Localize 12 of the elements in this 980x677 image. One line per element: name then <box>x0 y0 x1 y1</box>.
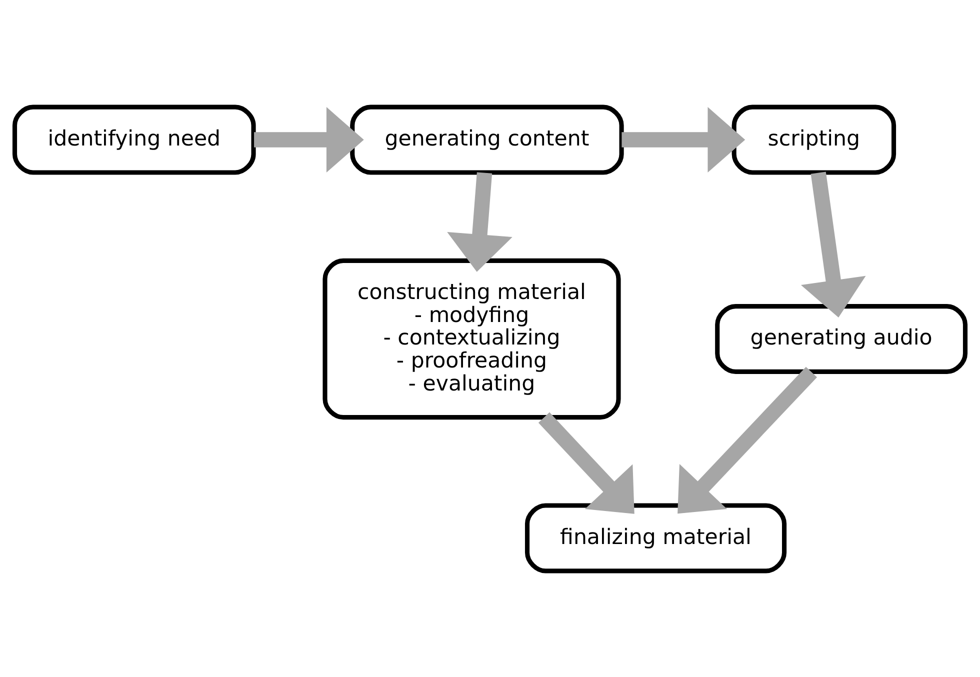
arrow <box>538 412 634 514</box>
arrow <box>678 366 818 514</box>
node-box: identifying need <box>12 104 256 174</box>
arrow <box>254 106 364 172</box>
arrow <box>447 172 512 272</box>
node-box: generating content <box>350 104 624 174</box>
arrow <box>622 106 746 172</box>
node-box: generating audio <box>715 304 968 374</box>
node-box: constructing material - modyfing - contextualizing - proofreading - evaluating <box>322 258 621 420</box>
node-box: finalizing material <box>524 502 787 573</box>
node-box: scripting <box>732 104 896 174</box>
arrow <box>800 171 866 317</box>
